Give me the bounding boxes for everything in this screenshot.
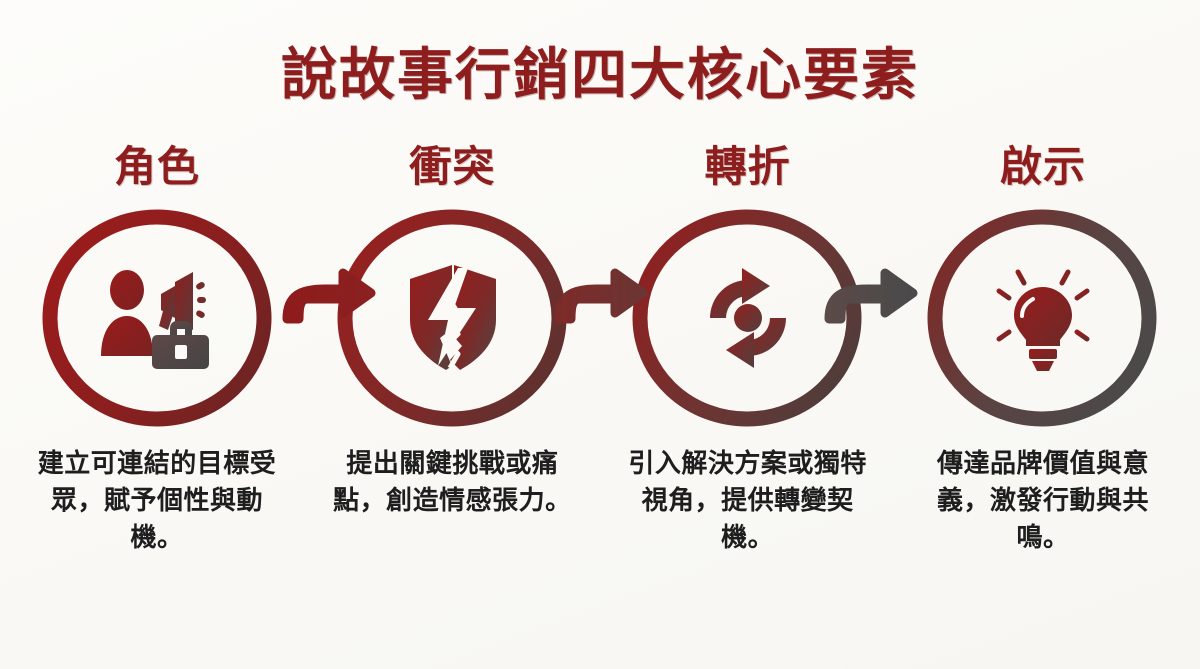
icon-holder-conflict: [392, 263, 512, 373]
circular-arrows-transform-icon: [709, 268, 786, 369]
circle-turning-point: [625, 203, 870, 433]
person-megaphone-briefcase-icon: [101, 270, 209, 370]
circle-revelation: [920, 203, 1165, 433]
circle-ring-character: [42, 209, 271, 427]
circle-conflict: [330, 203, 575, 433]
step-turning-point[interactable]: 轉折: [613, 143, 883, 556]
step-label-character: 角色: [113, 143, 200, 190]
page-title: 說故事行銷四大核心要素: [281, 43, 919, 106]
cracked-shield-lightning-icon: [410, 265, 497, 371]
icon-holder-turning-point: [688, 263, 808, 373]
steps-row: 角色: [0, 143, 1200, 615]
step-label-turning-point: 轉折: [704, 143, 791, 190]
icon-holder-revelation: [983, 263, 1103, 373]
circle-character: [35, 203, 280, 433]
step-label-conflict: 衝突: [409, 143, 496, 190]
step-description-conflict: 提出關鍵挑戰或痛點，創造情感張力。: [333, 448, 572, 515]
step-revelation[interactable]: 啟示: [908, 143, 1178, 556]
icon-holder-character: [97, 263, 217, 373]
step-description-character: 建立可連結的目標受眾，賦予個性與動機。: [37, 448, 277, 552]
step-label-revelation: 啟示: [999, 143, 1086, 190]
step-conflict[interactable]: 衝突: [317, 143, 587, 519]
step-character[interactable]: 角色: [22, 143, 292, 556]
step-description-revelation: 傳達品牌價值與意義，激發行動與共鳴。: [936, 448, 1149, 552]
circle-ring-revelation: [927, 209, 1157, 427]
lightbulb-idea-icon: [990, 263, 1096, 372]
step-description-turning-point: 引入解決方案或獨特視角，提供轉變契機。: [628, 448, 867, 552]
